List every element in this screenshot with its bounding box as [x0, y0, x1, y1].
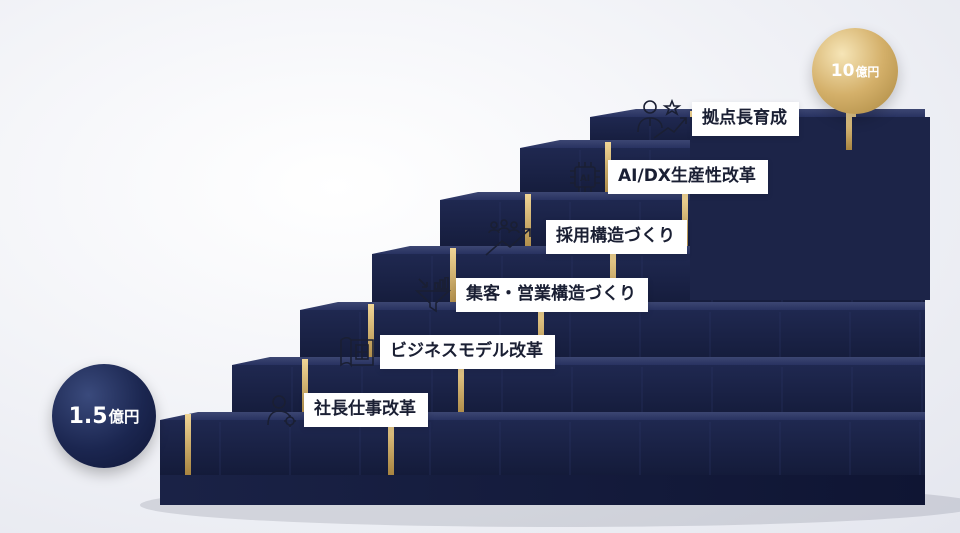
gold-stripe	[185, 414, 191, 475]
gold-stripe	[525, 194, 531, 254]
stair-tread	[232, 357, 925, 365]
gold-stripe	[846, 112, 852, 150]
start-amount: 1.5	[68, 403, 108, 429]
gold-stripe	[450, 248, 456, 310]
gold-stripe	[388, 414, 394, 475]
top-landing	[690, 117, 930, 300]
ai-chip-icon: AI	[566, 158, 604, 196]
step-label: 集客・営業構造づくり	[456, 278, 648, 312]
step-label: 拠点長育成	[692, 102, 799, 136]
svg-text:AI: AI	[580, 174, 590, 184]
blueprint-icon	[338, 333, 376, 371]
gold-stripe	[368, 304, 374, 365]
goal-amount: 10	[830, 61, 855, 81]
step-ai-dx-productivity: AI AI/DX生産性改革	[566, 158, 768, 196]
gold-stripe	[302, 359, 308, 420]
step-sales-structure: 集客・営業構造づくり	[414, 276, 648, 314]
step-recruitment-structure: 採用構造づくり	[484, 218, 687, 256]
sales-funnel-icon	[414, 276, 452, 314]
leader-star-growth-icon	[632, 98, 688, 139]
stair-riser	[160, 420, 925, 475]
team-growth-arrow-icon	[484, 218, 542, 256]
gold-stripe	[538, 304, 544, 365]
goal-unit: 億円	[855, 64, 880, 79]
step-president-work-reform: 社長仕事改革	[262, 391, 428, 429]
gold-stripe	[458, 359, 464, 420]
step-branch-manager-development: 拠点長育成	[632, 98, 799, 139]
step-label: 採用構造づくり	[546, 220, 687, 254]
step-label: AI/DX生産性改革	[608, 160, 768, 194]
businessman-gear-icon	[262, 391, 300, 429]
step-label: 社長仕事改革	[304, 393, 428, 427]
step-business-model-reform: ビジネスモデル改革	[338, 333, 555, 371]
start-unit: 億円	[108, 408, 140, 426]
step-label: ビジネスモデル改革	[380, 335, 555, 369]
